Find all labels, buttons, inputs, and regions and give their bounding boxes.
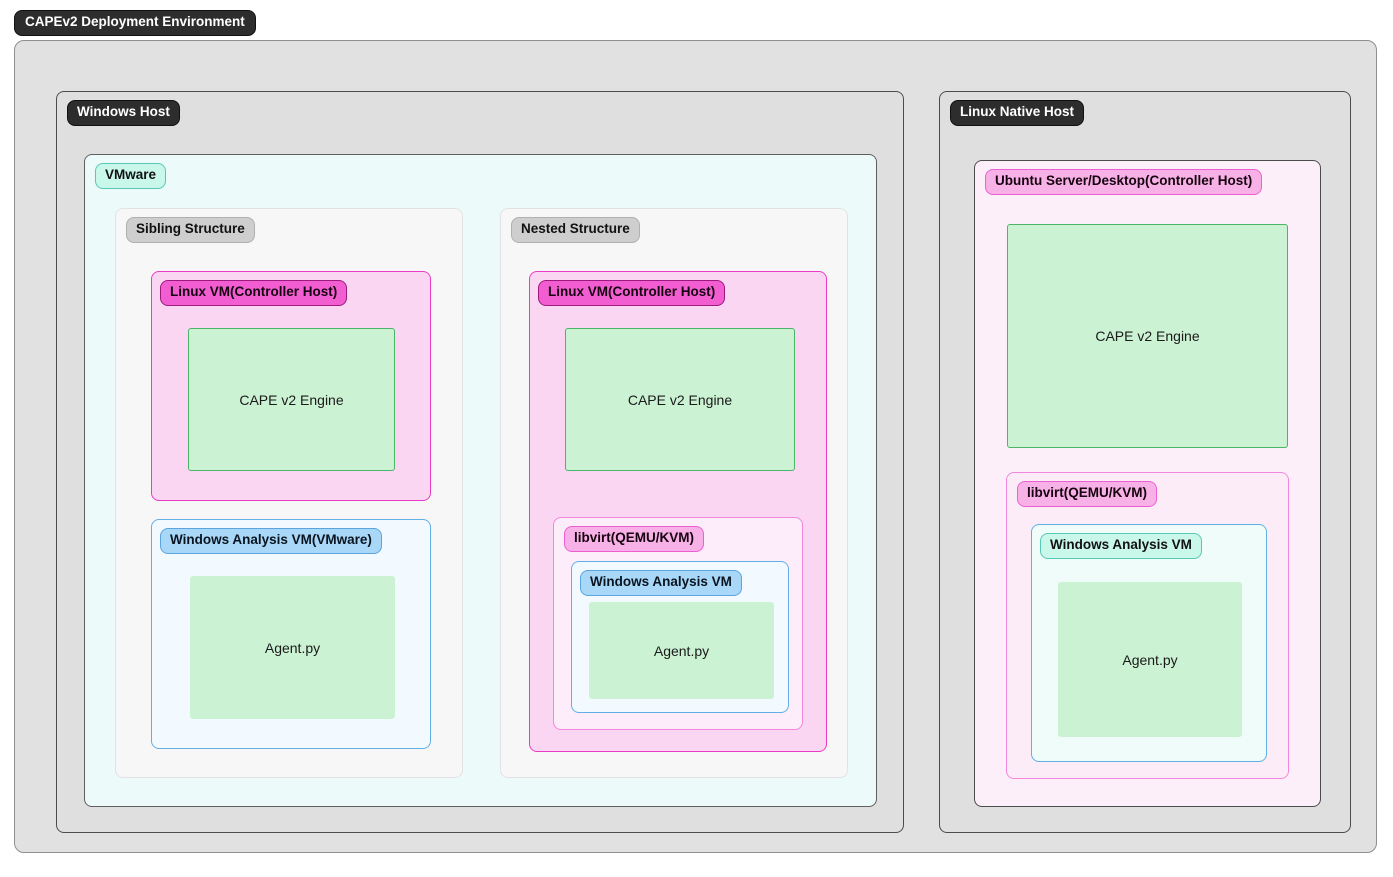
native-agent-node: Agent.py: [1058, 582, 1242, 737]
sibling-windows-analysis-vm-badge: Windows Analysis VM(VMware): [160, 528, 382, 554]
nested-linux-vm-badge: Linux VM(Controller Host): [538, 280, 726, 306]
windows-host-box: Windows Host VMware Sibling Structure Li…: [56, 91, 904, 833]
sibling-linux-vm-box: Linux VM(Controller Host) CAPE v2 Engine: [151, 271, 431, 501]
nested-libvirt-box: libvirt(QEMU/KVM) Windows Analysis VM Ag…: [553, 517, 803, 730]
ubuntu-controller-host-box: Ubuntu Server/Desktop(Controller Host) C…: [974, 160, 1321, 807]
native-libvirt-badge: libvirt(QEMU/KVM): [1017, 481, 1157, 507]
nested-structure-box: Nested Structure Linux VM(Controller Hos…: [500, 208, 848, 778]
native-agent-label: Agent.py: [1122, 651, 1178, 668]
nested-agent-node: Agent.py: [589, 602, 774, 699]
nested-windows-analysis-vm-badge: Windows Analysis VM: [580, 570, 742, 596]
vmware-box: VMware Sibling Structure Linux VM(Contro…: [84, 154, 877, 807]
nested-windows-analysis-vm-box: Windows Analysis VM Agent.py: [571, 561, 789, 713]
sibling-cape-engine-node: CAPE v2 Engine: [188, 328, 395, 471]
sibling-agent-label: Agent.py: [264, 639, 321, 656]
native-libvirt-box: libvirt(QEMU/KVM) Windows Analysis VM Ag…: [1006, 472, 1289, 779]
nested-cape-engine-node: CAPE v2 Engine: [565, 328, 795, 471]
sibling-windows-analysis-vm-box: Windows Analysis VM(VMware) Agent.py: [151, 519, 431, 749]
sibling-cape-engine-label: CAPE v2 Engine: [239, 391, 344, 408]
ubuntu-controller-host-badge: Ubuntu Server/Desktop(Controller Host): [985, 169, 1263, 195]
linux-native-host-badge: Linux Native Host: [950, 100, 1085, 126]
deployment-environment-box: Windows Host VMware Sibling Structure Li…: [14, 40, 1377, 853]
diagram-title-badge: CAPEv2 Deployment Environment: [14, 10, 256, 36]
vmware-badge: VMware: [95, 163, 167, 189]
sibling-structure-box: Sibling Structure Linux VM(Controller Ho…: [115, 208, 463, 778]
sibling-linux-vm-badge: Linux VM(Controller Host): [160, 280, 348, 306]
nested-structure-badge: Nested Structure: [511, 217, 640, 243]
linux-native-host-box: Linux Native Host Ubuntu Server/Desktop(…: [939, 91, 1351, 833]
native-cape-engine-node: CAPE v2 Engine: [1007, 224, 1288, 448]
nested-libvirt-badge: libvirt(QEMU/KVM): [564, 526, 704, 552]
native-windows-analysis-vm-badge: Windows Analysis VM: [1040, 533, 1202, 559]
sibling-agent-node: Agent.py: [190, 576, 395, 719]
nested-cape-engine-label: CAPE v2 Engine: [627, 391, 733, 408]
windows-host-badge: Windows Host: [67, 100, 180, 126]
native-windows-analysis-vm-box: Windows Analysis VM Agent.py: [1031, 524, 1267, 762]
native-cape-engine-label: CAPE v2 Engine: [1095, 328, 1200, 344]
nested-agent-label: Agent.py: [653, 642, 710, 659]
sibling-structure-badge: Sibling Structure: [126, 217, 255, 243]
nested-linux-vm-box: Linux VM(Controller Host) CAPE v2 Engine…: [529, 271, 827, 752]
